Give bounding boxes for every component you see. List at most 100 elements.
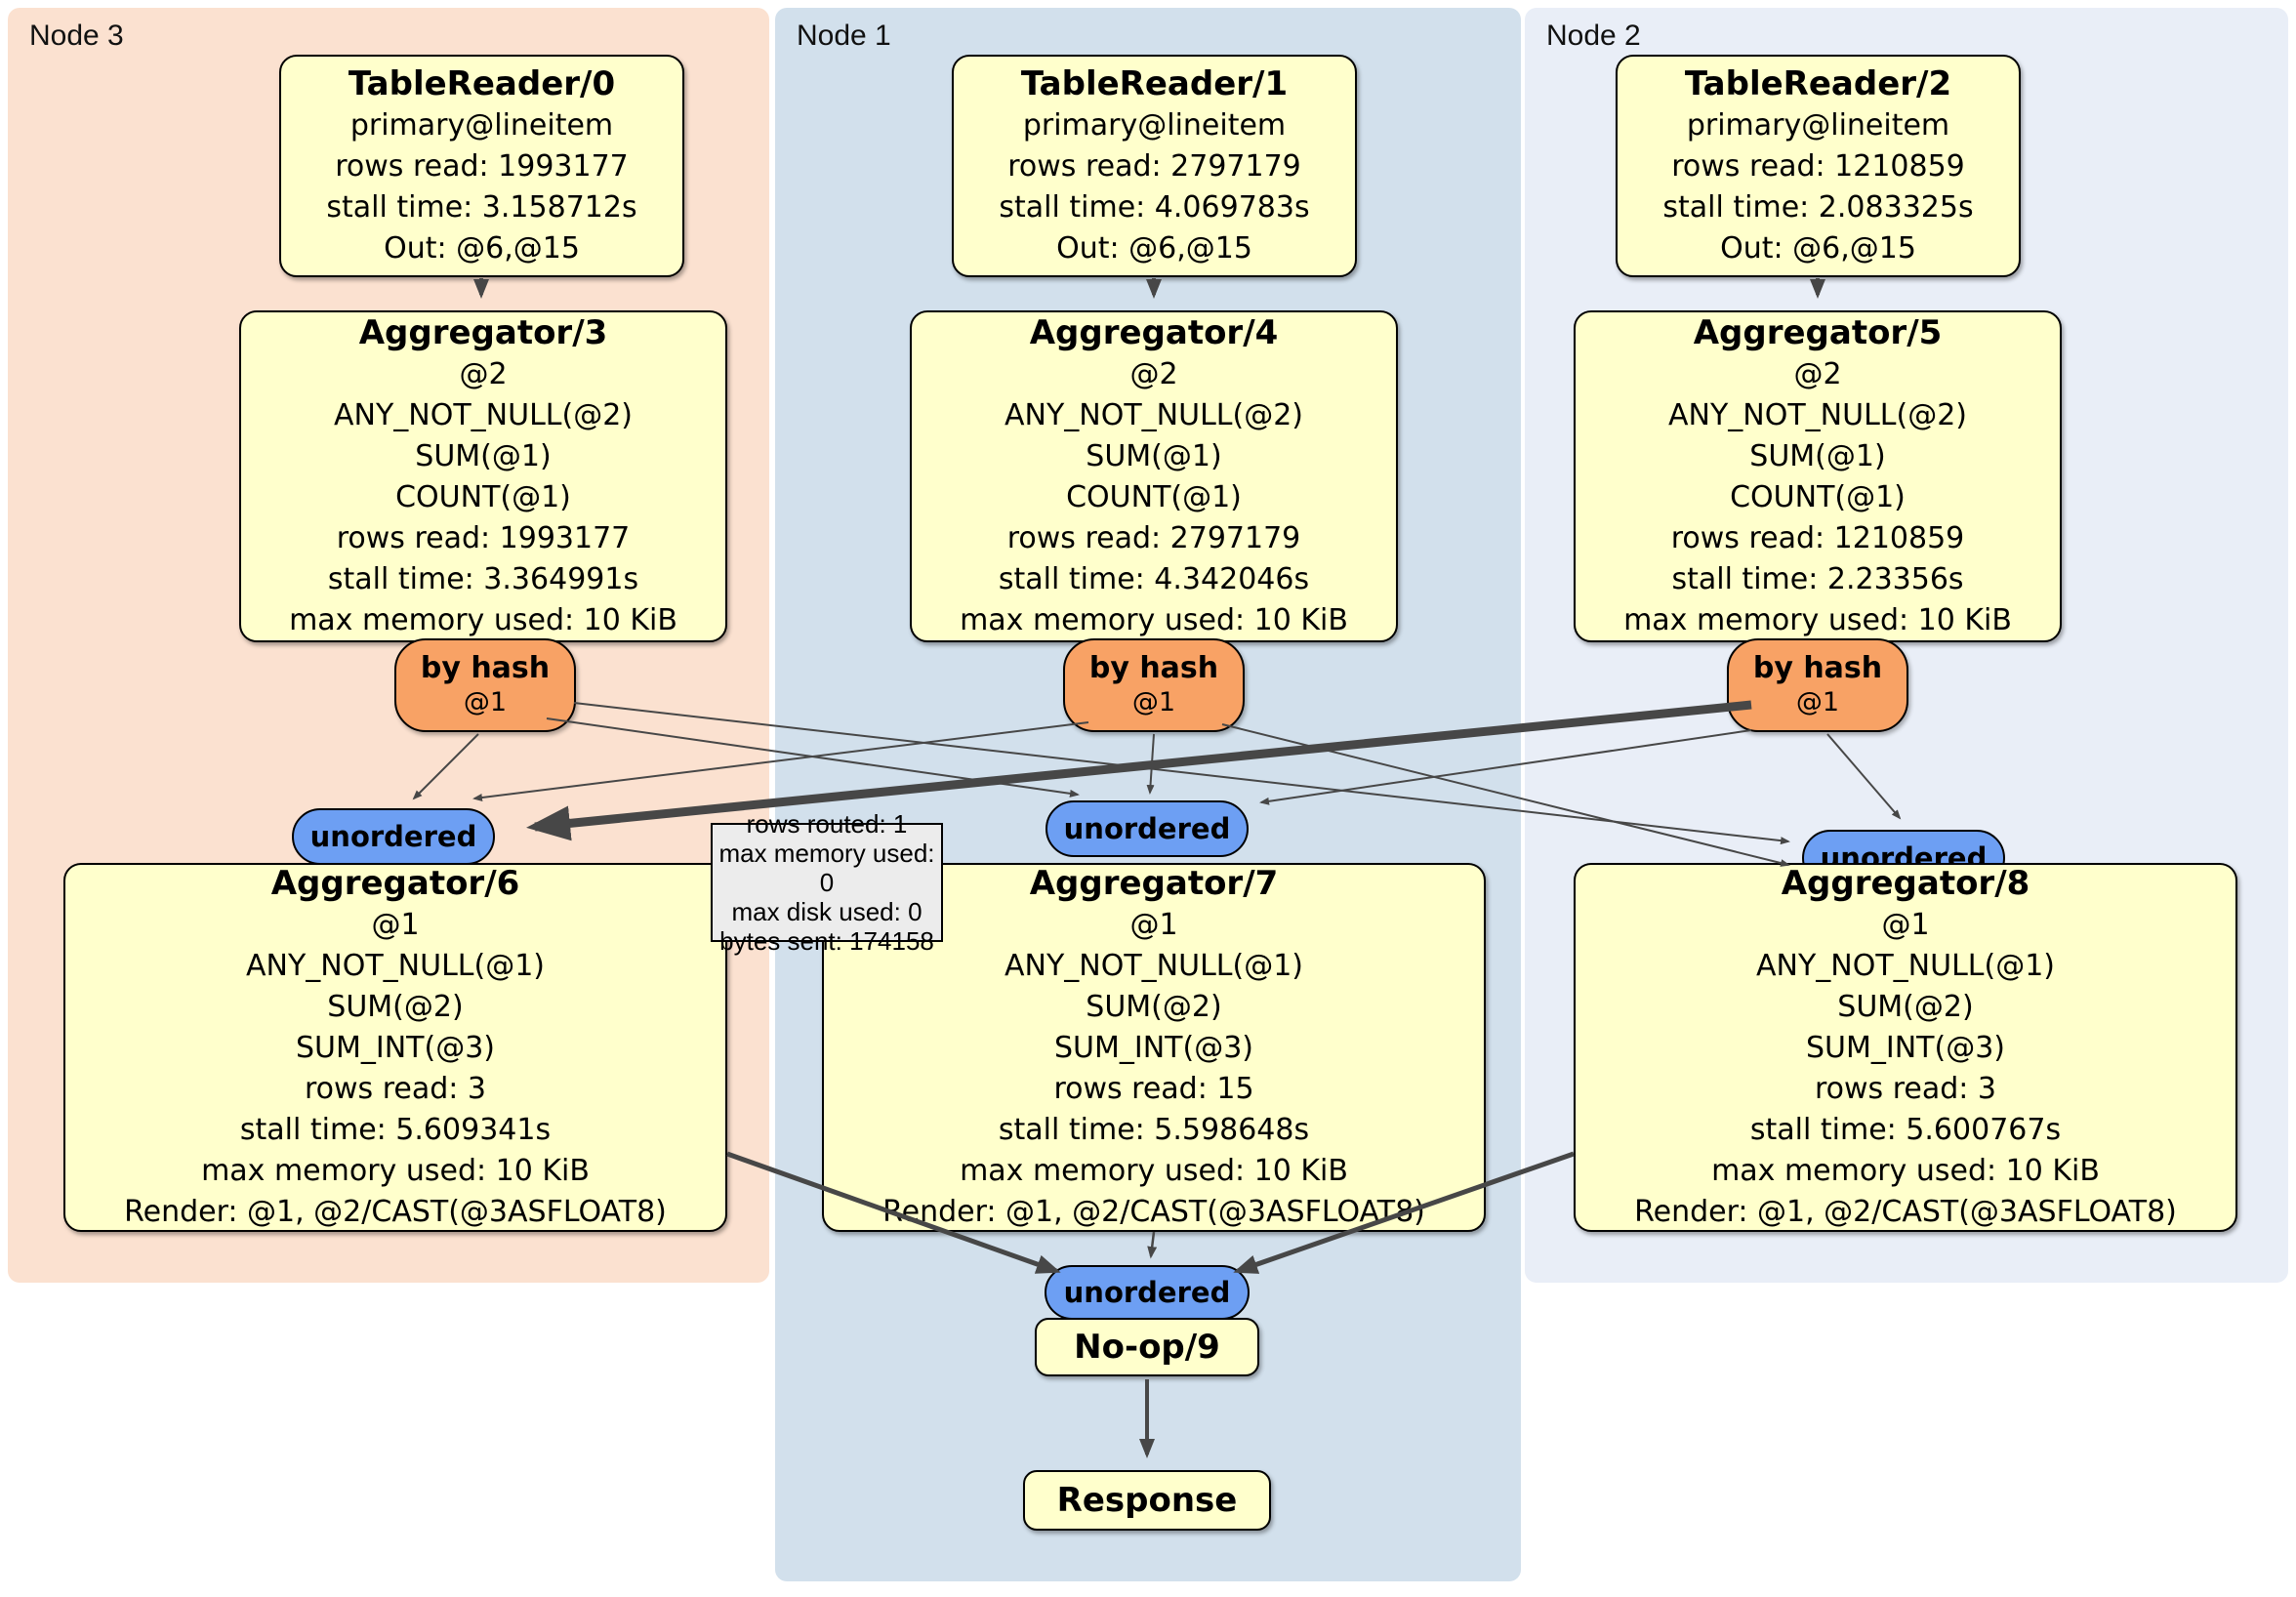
processor-detail: primary@lineitem [349, 108, 614, 143]
processor-detail: rows read: 1210859 [1670, 521, 1965, 555]
processor-detail: SUM(@2) [1837, 990, 1974, 1024]
processor-detail: SUM(@1) [1086, 439, 1222, 473]
processor-title: Aggregator/7 [1029, 864, 1279, 903]
processor-detail: max memory used: 10 KiB [960, 1154, 1348, 1188]
processor-detail: stall time: 5.609341s [239, 1113, 552, 1147]
processor-detail: stall time: 2.23356s [1671, 562, 1964, 596]
processor-detail: Out: @6,@15 [1720, 231, 1916, 266]
processor-detail: max memory used: 10 KiB [960, 603, 1348, 637]
processor-detail: @2 [459, 357, 508, 391]
processor-noop-9: No-op/9 [1035, 1318, 1259, 1376]
processor-detail: max memory used: 10 KiB [201, 1154, 590, 1188]
processor-detail: stall time: 3.364991s [327, 562, 639, 596]
processor-detail: Render: @1, @2/CAST(@3ASFLOAT8) [882, 1195, 1425, 1229]
processor-detail: rows read: 2797179 [1007, 149, 1301, 184]
processor-title: Aggregator/4 [1029, 313, 1279, 352]
router-columns: @1 [1795, 687, 1840, 717]
processor-title: Aggregator/6 [270, 864, 520, 903]
region-node3-label: Node 3 [29, 20, 124, 52]
processor-detail: Render: @1, @2/CAST(@3ASFLOAT8) [124, 1195, 667, 1229]
processor-aggregator-3: Aggregator/3 @2 ANY_NOT_NULL(@2) SUM(@1)… [239, 310, 727, 642]
processor-aggregator-4: Aggregator/4 @2 ANY_NOT_NULL(@2) SUM(@1)… [910, 310, 1398, 642]
processor-detail: SUM(@1) [415, 439, 552, 473]
sync-label: unordered [309, 820, 477, 853]
processor-detail: rows read: 3 [304, 1072, 487, 1106]
processor-detail: stall time: 2.083325s [1662, 190, 1974, 225]
processor-detail: SUM_INT(@3) [296, 1031, 495, 1065]
processor-tablereader-0: TableReader/0 primary@lineitem rows read… [279, 55, 684, 277]
response-node: Response [1023, 1470, 1271, 1531]
processor-aggregator-6: Aggregator/6 @1 ANY_NOT_NULL(@1) SUM(@2)… [63, 863, 727, 1232]
sync-label: unordered [1063, 1276, 1231, 1309]
processor-aggregator-5: Aggregator/5 @2 ANY_NOT_NULL(@2) SUM(@1)… [1574, 310, 2062, 642]
processor-detail: ANY_NOT_NULL(@2) [1004, 398, 1303, 432]
sync-label: unordered [1063, 812, 1231, 845]
processor-detail: @1 [1129, 908, 1178, 942]
processor-detail: stall time: 3.158712s [326, 190, 637, 225]
sync-unordered-left: unordered [292, 808, 495, 865]
router-label: by hash [420, 651, 551, 685]
router-columns: @1 [463, 687, 508, 717]
processor-title: Aggregator/5 [1693, 313, 1943, 352]
edge-tooltip: rows routed: 1 max memory used: 0 max di… [711, 809, 943, 956]
processor-tablereader-1: TableReader/1 primary@lineitem rows read… [952, 55, 1357, 277]
processor-detail: @2 [1129, 357, 1178, 391]
router-by-hash-1: by hash @1 [1063, 638, 1245, 732]
tooltip-line: bytes sent: 174158 [719, 926, 934, 956]
processor-detail: primary@lineitem [1686, 108, 1950, 143]
processor-detail: SUM_INT(@3) [1806, 1031, 2005, 1065]
processor-detail: SUM(@2) [327, 990, 464, 1024]
processor-detail: max memory used: 10 KiB [1711, 1154, 2100, 1188]
processor-detail: max memory used: 10 KiB [1623, 603, 2012, 637]
processor-detail: ANY_NOT_NULL(@1) [246, 949, 545, 983]
processor-detail: @1 [1881, 908, 1930, 942]
processor-detail: stall time: 4.342046s [998, 562, 1310, 596]
processor-detail: ANY_NOT_NULL(@1) [1004, 949, 1303, 983]
processor-detail: stall time: 4.069783s [999, 190, 1310, 225]
processor-detail: rows read: 15 [1053, 1072, 1254, 1106]
processor-detail: Render: @1, @2/CAST(@3ASFLOAT8) [1634, 1195, 2177, 1229]
processor-detail: Out: @6,@15 [384, 231, 580, 266]
processor-aggregator-8: Aggregator/8 @1 ANY_NOT_NULL(@1) SUM(@2)… [1574, 863, 2237, 1232]
router-columns: @1 [1131, 687, 1176, 717]
processor-detail: rows read: 1993177 [336, 521, 631, 555]
router-label: by hash [1088, 651, 1219, 685]
region-node2-label: Node 2 [1546, 20, 1641, 52]
processor-detail: @2 [1793, 357, 1842, 391]
processor-title: TableReader/0 [348, 64, 616, 103]
processor-detail: SUM_INT(@3) [1054, 1031, 1253, 1065]
processor-title: No-op/9 [1074, 1328, 1220, 1367]
processor-detail: Out: @6,@15 [1056, 231, 1252, 266]
tooltip-line: max memory used: 0 [718, 839, 935, 897]
processor-detail: COUNT(@1) [395, 480, 571, 514]
processor-detail: stall time: 5.598648s [998, 1113, 1310, 1147]
processor-detail: COUNT(@1) [1066, 480, 1242, 514]
processor-detail: stall time: 5.600767s [1749, 1113, 2062, 1147]
router-by-hash-0: by hash @1 [394, 638, 576, 732]
processor-detail: ANY_NOT_NULL(@2) [334, 398, 633, 432]
processor-detail: rows read: 2797179 [1006, 521, 1301, 555]
processor-detail: @1 [371, 908, 420, 942]
processor-detail: max memory used: 10 KiB [289, 603, 677, 637]
processor-detail: rows read: 1210859 [1671, 149, 1965, 184]
processor-detail: COUNT(@1) [1730, 480, 1906, 514]
processor-title: Aggregator/8 [1781, 864, 2030, 903]
processor-detail: rows read: 3 [1814, 1072, 1997, 1106]
region-node1-label: Node 1 [797, 20, 891, 52]
router-by-hash-2: by hash @1 [1727, 638, 1908, 732]
processor-detail: SUM(@1) [1749, 439, 1886, 473]
processor-detail: SUM(@2) [1086, 990, 1222, 1024]
processor-tablereader-2: TableReader/2 primary@lineitem rows read… [1616, 55, 2021, 277]
tooltip-line: max disk used: 0 [731, 897, 922, 926]
router-label: by hash [1752, 651, 1883, 685]
processor-title: TableReader/1 [1020, 64, 1289, 103]
processor-detail: ANY_NOT_NULL(@2) [1668, 398, 1967, 432]
processor-title: Response [1056, 1481, 1238, 1520]
sync-unordered-final: unordered [1045, 1265, 1250, 1320]
processor-detail: ANY_NOT_NULL(@1) [1756, 949, 2055, 983]
processor-title: Aggregator/3 [358, 313, 608, 352]
processor-detail: primary@lineitem [1022, 108, 1287, 143]
processor-title: TableReader/2 [1684, 64, 1952, 103]
tooltip-line: rows routed: 1 [746, 809, 908, 839]
